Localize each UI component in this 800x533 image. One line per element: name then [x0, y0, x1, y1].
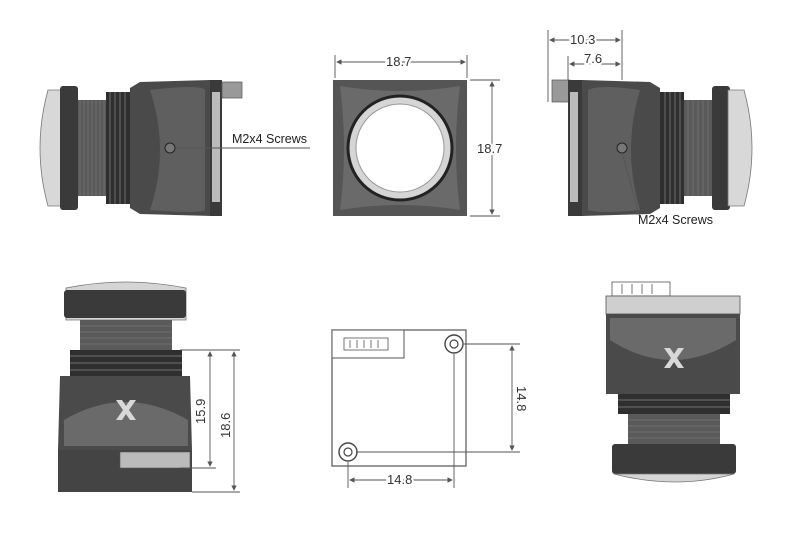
knurl-lines [109, 92, 126, 204]
back-view: 14.8 14.8 [331, 329, 531, 489]
dim-overall-height: 18.6 [218, 413, 233, 438]
dim-hole-spacing-horizontal: 14.8 [387, 472, 412, 487]
front-lower-view: 15.9 18.6 [58, 281, 240, 493]
side-view-right: 10.3 7.6 M2x4 Screws [547, 30, 753, 227]
dim-inner-height: 15.9 [193, 399, 208, 424]
dim-hole-spacing-vertical: 14.8 [514, 386, 529, 411]
thread-lines [79, 100, 105, 196]
screw-callout-right: M2x4 Screws [638, 213, 713, 227]
lens-glass [355, 103, 445, 193]
dim-overall-depth: 10.3 [570, 32, 595, 47]
screw-hole-icon [616, 142, 628, 154]
screw-hole-icon [164, 142, 176, 154]
side-view-left: M2x4 Screws [39, 80, 310, 216]
dim-front-width: 18.7 [386, 54, 411, 69]
dim-front-height: 18.7 [477, 141, 502, 156]
screw-callout-left: M2x4 Screws [232, 132, 307, 146]
logo-x-icon [116, 400, 136, 420]
front-view: 18.7 18.7 [333, 52, 504, 217]
dim-board-depth: 7.6 [584, 51, 602, 66]
logo-x-icon [664, 348, 684, 368]
rear-angle-view [605, 281, 741, 483]
